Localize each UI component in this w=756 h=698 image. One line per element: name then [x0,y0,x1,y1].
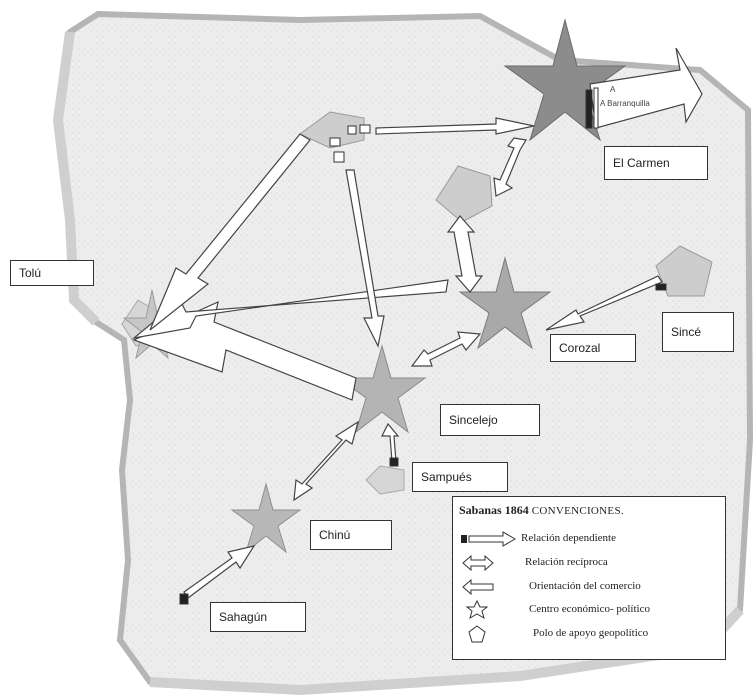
star-marker-el-carmen [503,18,627,142]
trade-arrows [131,47,703,599]
pentagon-marker [299,111,365,149]
label-since: Sincé [662,312,734,352]
legend-item-dependent: Relación dependiente [459,529,721,549]
legend-item-commerce: Orientación del comercio [459,577,721,597]
reciprocal-arrow-sincelejo-chinu [293,420,359,502]
trade-arrow-north-sincelejo [345,169,385,348]
trade-arrow-since-corozal [545,275,663,331]
legend-item-reciprocal: Relación recíproca [459,553,721,573]
legend-label-centre: Centro económico- político [529,603,650,615]
legend-label-commerce: Orientación del comercio [529,580,641,592]
legend-item-centre: Centro económico- político [459,600,721,620]
dependent-tails [179,87,667,605]
legend-title: Sabanas 1864 CONVENCIONES. [459,503,624,518]
trade-arrow-to-barranquilla [589,47,703,129]
star-icon [465,600,489,620]
left-arrow-icon [462,578,494,596]
label-sincelejo: Sincelejo [440,404,540,436]
barranquilla-label: A Barranquilla [600,99,650,108]
reciprocal-arrow-el-carmen-north [493,137,527,197]
star-marker-corozal [458,256,552,350]
reciprocal-arrows [293,137,527,502]
legend-item-pole: Polo de apoyo geopolítico [459,624,721,644]
legend-title-label: CONVENCIONES. [531,505,624,517]
legend-title-year: Sabanas 1864 [459,503,529,517]
legend-label-dependent: Relación dependiente [521,532,616,544]
pentagon-marker [435,165,493,223]
trade-arrow-north-tolu [149,133,311,331]
pentagon-marker [365,465,405,495]
pentagon-marker [655,245,713,297]
legend-label-pole: Polo de apoyo geopolítico [533,627,649,639]
label-corozal: Corozal [550,334,636,362]
reciprocal-arrow-north-corozal [446,215,484,293]
trade-arrow-to-el-carmen [375,117,535,135]
reciprocal-arrow-corozal-sincelejo [410,331,482,367]
label-chinu: Chinú [310,520,392,550]
label-sahagun: Sahagún [210,602,306,632]
dependent-arrow-icon [461,531,516,547]
label-tolu: Tolú [10,260,94,286]
label-sampues: Sampués [412,462,508,492]
legend: Sabanas 1864 CONVENCIONES. Relación depe… [452,496,726,660]
label-el-carmen: El Carmen [604,146,708,180]
legend-label-reciprocal: Relación recíproca [525,556,608,568]
trade-arrow-sahagun-chinu [183,545,256,599]
barranquilla-label-a: A [610,85,616,94]
pentagon-icon [468,625,486,643]
double-arrow-icon [462,554,494,572]
star-marker-chinu [230,482,302,554]
